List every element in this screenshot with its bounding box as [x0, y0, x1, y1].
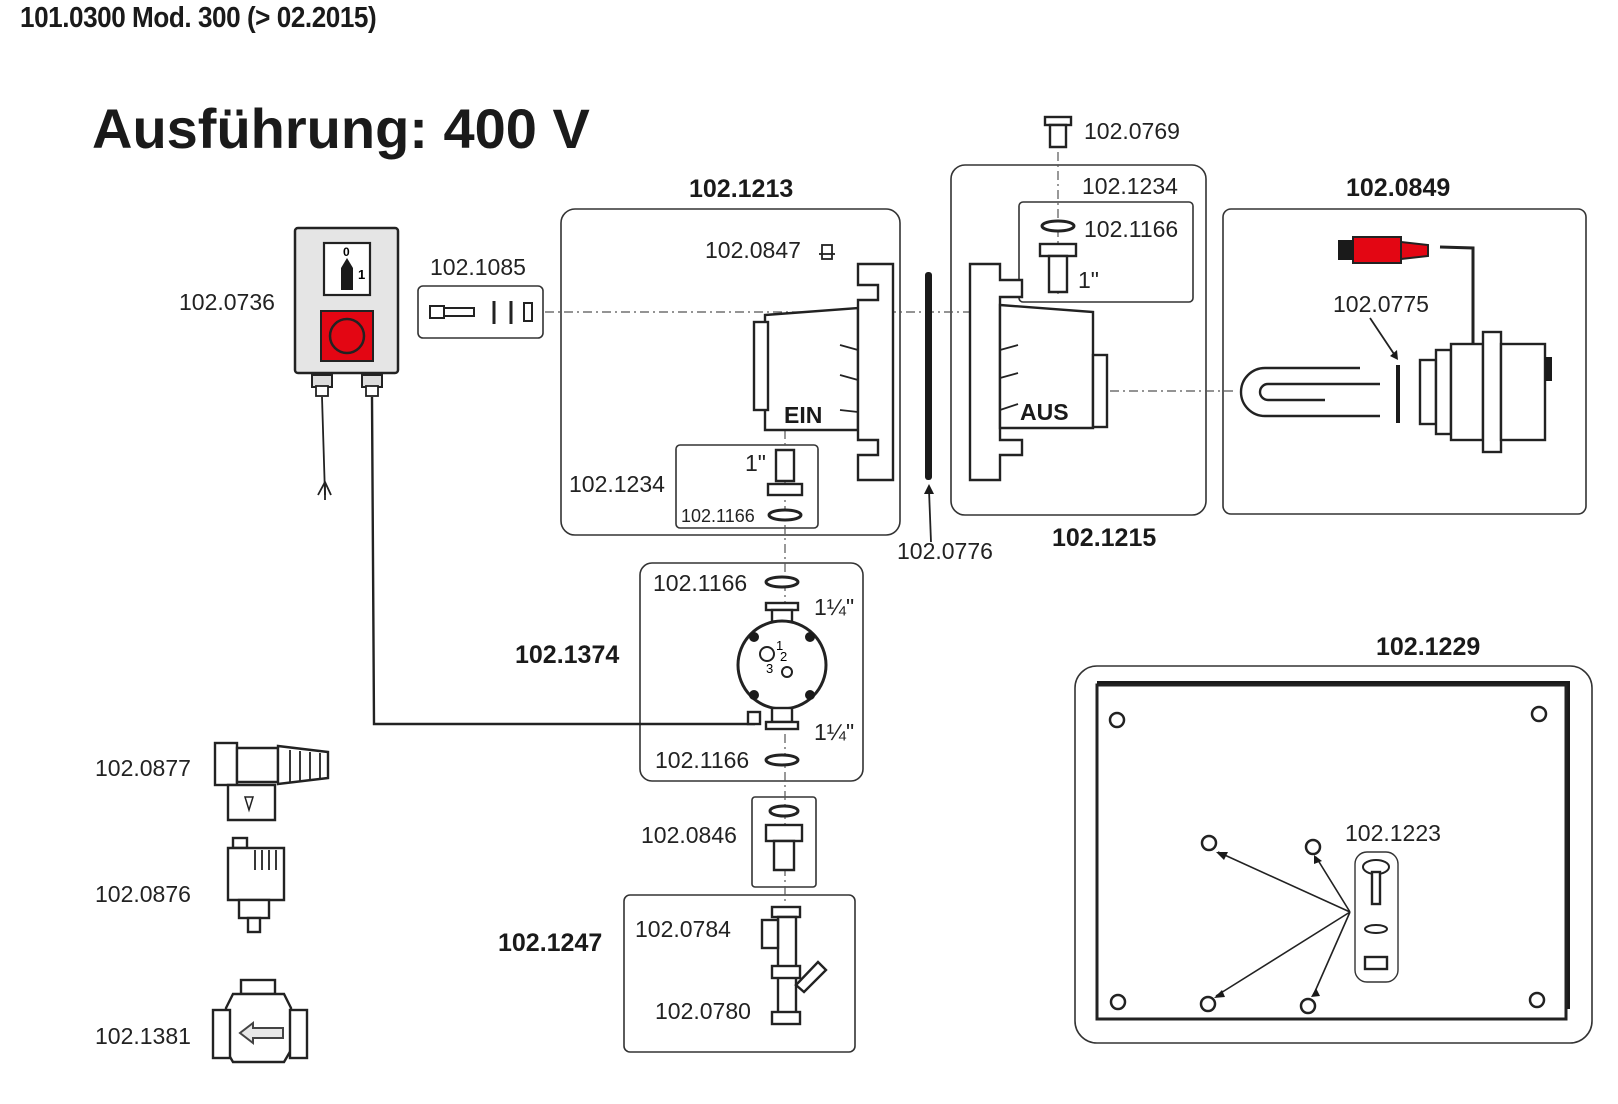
check-valve-drawing	[211, 978, 309, 1064]
nipple-in-drawing	[766, 448, 804, 522]
group-frame-pump	[639, 562, 864, 782]
label-bolt-kit: 102.1085	[430, 254, 526, 280]
gasket-leader	[928, 489, 932, 543]
label-union: 102.0846	[641, 822, 737, 848]
label-sensor: 102.0847	[705, 237, 801, 263]
label-group-strainer: 102.1247	[498, 929, 602, 957]
label-seal-pump-bottom: 102.1166	[655, 747, 749, 773]
subframe-union	[751, 796, 817, 888]
union-drawing	[764, 804, 804, 872]
label-group-element: 102.0849	[1346, 174, 1450, 202]
plug-top-drawing	[1043, 115, 1073, 149]
label-seal-pump-top: 102.1166	[653, 570, 747, 596]
label-out: AUS	[1020, 399, 1069, 425]
pump-drawing	[736, 575, 828, 767]
label-valve-check: 102.1381	[95, 1023, 191, 1049]
subframe-nipple-in	[675, 444, 819, 529]
label-valve-air: 102.0876	[95, 881, 191, 907]
switch-position-1: 1	[358, 267, 365, 282]
group-frame-heater-out	[950, 164, 1207, 516]
switch-position-0: 0	[343, 245, 350, 259]
gasket-drawing	[925, 272, 932, 480]
switchbox-drawing	[293, 226, 755, 726]
pump-speed-1: 1	[776, 638, 783, 653]
heater-outlet-drawing	[968, 262, 1109, 482]
gasket-arrow	[924, 484, 934, 494]
label-o-ring: 102.0775	[1333, 291, 1429, 317]
label-tee: 102.0784	[635, 916, 731, 942]
document-header: 101.0300 Mod. 300 (> 02.2015)	[20, 2, 377, 34]
label-nipple-out: 102.1234	[1082, 173, 1178, 199]
pump-speed-3: 3	[766, 661, 773, 676]
page-title: Ausführung: 400 V	[92, 97, 590, 160]
label-gasket: 102.0776	[897, 538, 993, 564]
label-thread-out: 1"	[1078, 267, 1099, 293]
label-group-pump: 102.1374	[515, 641, 619, 669]
label-group-heater-in: 102.1213	[689, 175, 793, 203]
group-frame-strainer	[623, 894, 856, 1053]
pressure-valve-drawing	[213, 741, 330, 822]
mounting-panel-drawing	[1095, 681, 1570, 1021]
nipple-out-drawing	[1038, 219, 1078, 294]
group-frame-element	[1222, 208, 1587, 515]
heater-inlet-drawing	[752, 244, 895, 482]
subframe-bolt-kit	[417, 285, 544, 339]
strainer-drawing	[760, 905, 828, 1026]
label-thread-pump-bottom: 1¼"	[814, 719, 854, 745]
label-valve-pressure: 102.0877	[95, 755, 191, 781]
label-group-heater-out: 102.1215	[1052, 524, 1156, 552]
subframe-nipple-out	[1018, 201, 1194, 303]
group-frame-heater-in	[560, 208, 901, 536]
label-seal-in: 102.1166	[681, 506, 755, 526]
label-plug-top: 102.0769	[1084, 118, 1180, 144]
label-group-panel: 102.1229	[1376, 633, 1480, 661]
label-thread-in: 1"	[745, 450, 766, 476]
pump-speed-2: 2	[780, 649, 787, 664]
label-strainer-body: 102.0780	[655, 998, 751, 1024]
label-thread-pump-top: 1¼"	[814, 594, 854, 620]
group-frame-panel	[1074, 665, 1593, 1044]
heating-element-drawing	[1239, 236, 1552, 454]
label-nipple-in: 102.1234	[569, 471, 665, 497]
label-switchbox: 102.0736	[179, 289, 275, 315]
label-screw-set: 102.1223	[1345, 820, 1441, 846]
label-in: EIN	[784, 402, 822, 428]
bolt-kit-drawing	[429, 301, 533, 324]
label-seal-out: 102.1166	[1084, 216, 1178, 242]
air-vent-drawing	[226, 836, 286, 934]
